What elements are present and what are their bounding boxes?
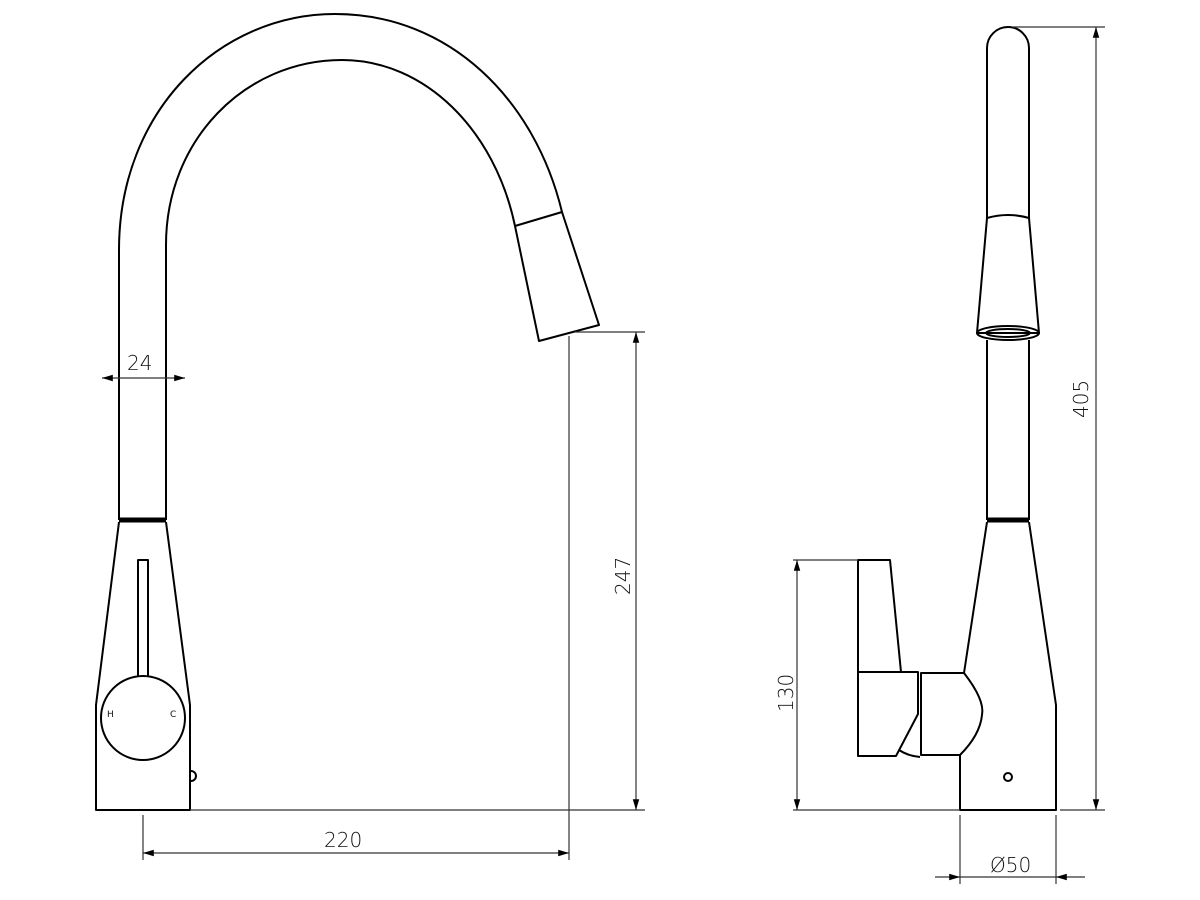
handle-cap <box>920 672 984 756</box>
dim-220-label: 220 <box>324 828 362 852</box>
spray-head <box>514 211 600 342</box>
handle-block <box>857 671 919 757</box>
front-view: H C 24 220 247 <box>95 13 645 860</box>
hot-label: H <box>107 710 114 720</box>
dim-247-label: 247 <box>611 557 635 595</box>
dim-405-label: 405 <box>1069 380 1093 418</box>
dim-50-label: Ø50 <box>990 853 1031 877</box>
lower-tube <box>986 340 1030 520</box>
faucet-body <box>95 521 191 811</box>
spout-outer <box>118 13 563 520</box>
lever-dial <box>100 675 186 761</box>
side-screw <box>190 770 197 782</box>
dim-24-label: 24 <box>127 351 152 375</box>
cold-label: C <box>170 710 176 720</box>
side-view: 130 405 Ø50 <box>774 26 1105 884</box>
body-side <box>959 521 1057 811</box>
spout-inner <box>165 59 516 520</box>
spray-head-side <box>976 214 1040 334</box>
spout-top-tube <box>986 26 1030 218</box>
aerator-inner <box>985 328 1031 338</box>
side-screw-hole <box>1003 772 1013 782</box>
aerator <box>976 325 1040 341</box>
lever-slot <box>137 559 149 676</box>
dim-130-label: 130 <box>774 674 798 712</box>
handle-arc <box>898 749 921 758</box>
handle-lever <box>857 559 902 673</box>
